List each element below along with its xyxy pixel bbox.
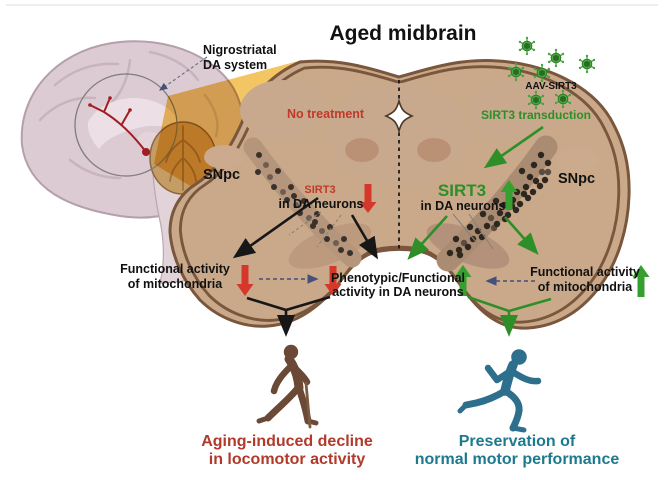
black-cause-arrows [232,196,378,337]
midbrain-nuclei-blobs [204,79,600,269]
mito-left-line1: Functional activity [120,262,230,276]
sirt3-left-context: in DA neurons [279,197,364,211]
increase-arrow-icons [454,180,650,297]
aqueduct-star-icon [384,98,414,134]
sirt3-right-label: SIRT3 [438,181,486,200]
sirt3-left-label: SIRT3 [304,184,335,196]
pointer-leaders [288,211,494,250]
sirt3-transduction-label: SIRT3 transduction [481,108,591,122]
walking-person-icon [256,344,319,429]
mito-right-line1: Functional activity [530,265,640,279]
snpc-label-right: SNpc [558,171,595,187]
figure-title: Aged midbrain [329,22,476,45]
sirt3-right-context: in DA neurons [421,199,506,213]
running-person-icon [457,349,542,433]
snpc-label-left: SNpc [203,167,240,183]
mito-right-line2: of mitochondria [538,280,633,294]
midbrain-cross-section [168,59,631,330]
outcome-left-line2: in locomotor activity [209,451,366,468]
pheno-label-line2: activity in DA neurons [332,285,464,299]
nigrostriatal-pointer-arrow [159,56,208,91]
brain-inner-structures [87,98,183,149]
nigrostriatal-pathway [88,96,150,156]
nigrostriatal-label-line2: DA system [203,58,267,72]
cane-icon [304,381,312,429]
pheno-label-line1: Phenotypic/Functional [331,271,465,285]
dashed-link-arrows [259,274,535,286]
aav-sirt3-label: AAV-SIRT3 [525,81,577,92]
snpc-neurons-right [446,151,552,259]
decrease-arrow-icons [236,184,377,296]
outcome-right-line2: normal motor performance [415,451,620,468]
mito-left-line2: of mitochondria [128,277,223,291]
green-cause-arrows [407,125,552,337]
outcome-left-line1: Aging-induced decline [201,433,373,450]
snpc-band-left [243,137,362,268]
outcome-right-line1: Preservation of [459,433,576,450]
nigrostriatal-label-line1: Nigrostriatal [203,43,277,57]
no-treatment-label: No treatment [287,107,365,121]
